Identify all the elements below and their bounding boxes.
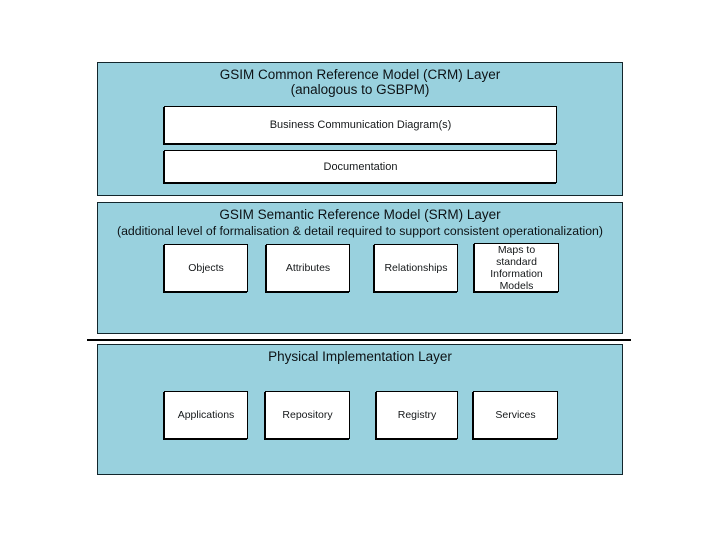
box-label: Applications	[177, 409, 235, 421]
layer-physical-implementation: Physical Implementation Layer Applicatio…	[97, 344, 623, 475]
box-maps-to-standard-information-models: Maps to standard Information Models	[474, 243, 559, 292]
box-business-communication-diagrams: Business Communication Diagram(s)	[164, 106, 557, 144]
box-applications: Applications	[164, 391, 248, 439]
box-services: Services	[473, 391, 558, 439]
box-label: Attributes	[285, 262, 331, 274]
box-label: Registry	[397, 409, 437, 421]
box-label: Maps to standard Information Models	[490, 243, 543, 292]
box-documentation: Documentation	[164, 150, 557, 183]
box-label: Documentation	[323, 160, 398, 173]
crm-layer-subtitle: (analogous to GSBPM)	[290, 82, 430, 97]
box-label: Objects	[188, 262, 224, 274]
box-label: Repository	[282, 409, 333, 421]
layer-separator-line	[87, 339, 631, 341]
box-label: Relationships	[384, 262, 448, 274]
srm-layer-subtitle: (additional level of formalisation & det…	[116, 224, 603, 238]
srm-layer-title: GSIM Semantic Reference Model (SRM) Laye…	[219, 207, 501, 222]
layer-crm: GSIM Common Reference Model (CRM) Layer …	[97, 62, 623, 196]
box-label: Business Communication Diagram(s)	[269, 119, 452, 131]
box-registry: Registry	[376, 391, 458, 439]
box-relationships: Relationships	[374, 244, 458, 292]
box-label: Services	[495, 409, 536, 421]
layer-srm: GSIM Semantic Reference Model (SRM) Laye…	[97, 202, 623, 334]
box-objects: Objects	[164, 244, 248, 292]
crm-layer-title: GSIM Common Reference Model (CRM) Layer	[219, 67, 501, 82]
box-repository: Repository	[265, 391, 350, 439]
box-attributes: Attributes	[266, 244, 350, 292]
physical-layer-title: Physical Implementation Layer	[268, 349, 452, 364]
